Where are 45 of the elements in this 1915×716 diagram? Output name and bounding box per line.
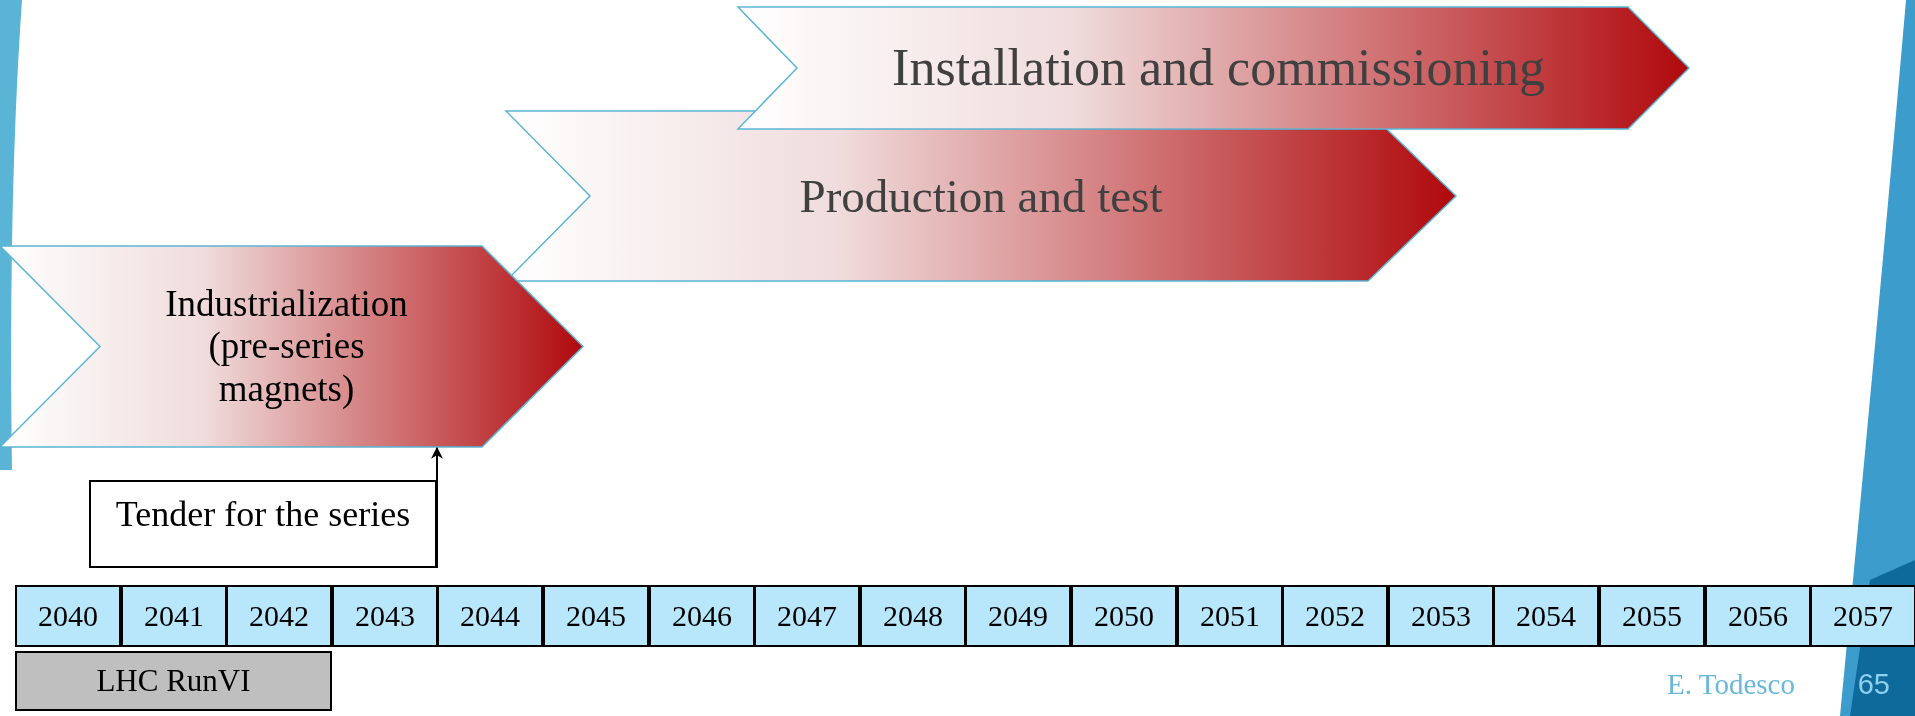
year-cell [1282, 585, 1388, 647]
year-cell [1599, 585, 1705, 647]
phase-label: Production and test [799, 168, 1163, 223]
year-label: 2042 [249, 598, 309, 634]
phase-label: Industrialization (pre-series magnets) [164, 282, 409, 411]
year-label: 2043 [355, 598, 415, 634]
year-cell [1810, 585, 1915, 647]
year-label: 2049 [988, 598, 1048, 634]
year-cell [437, 585, 543, 647]
note-box [89, 480, 437, 568]
year-label: 2051 [1200, 598, 1260, 634]
year-label: 2048 [883, 598, 943, 634]
author-name: E. Todesco [1667, 668, 1795, 701]
year-label: 2046 [672, 598, 732, 634]
label-text: LHC RunVI [96, 663, 251, 699]
run-bar [15, 651, 332, 711]
year-cell [543, 585, 649, 647]
year-label: 2057 [1833, 598, 1893, 634]
year-label: 2044 [460, 598, 520, 634]
year-cell [860, 585, 966, 647]
page-number: 65 [1857, 668, 1890, 701]
year-label: 2050 [1094, 598, 1154, 634]
year-label: 2040 [38, 598, 98, 634]
year-cell [1177, 585, 1283, 647]
year-cell [1071, 585, 1177, 647]
year-cell [332, 585, 438, 647]
year-label: 2056 [1728, 598, 1788, 634]
year-cell [15, 585, 121, 647]
year-label: 2052 [1305, 598, 1365, 634]
year-cell [1388, 585, 1494, 647]
year-cell [1493, 585, 1599, 647]
label-text: Tender for the series [115, 494, 411, 536]
year-cell [649, 585, 755, 647]
year-cell [121, 585, 227, 647]
phase-label: Installation and commissioning [892, 38, 1545, 98]
year-label: 2054 [1516, 598, 1576, 634]
year-label: 2041 [144, 598, 204, 634]
year-cell [965, 585, 1071, 647]
year-cell [1705, 585, 1811, 647]
year-cell [226, 585, 332, 647]
year-label: 2053 [1411, 598, 1471, 634]
year-label: 2047 [777, 598, 837, 634]
year-label: 2045 [566, 598, 626, 634]
year-label: 2055 [1622, 598, 1682, 634]
year-cell [754, 585, 860, 647]
